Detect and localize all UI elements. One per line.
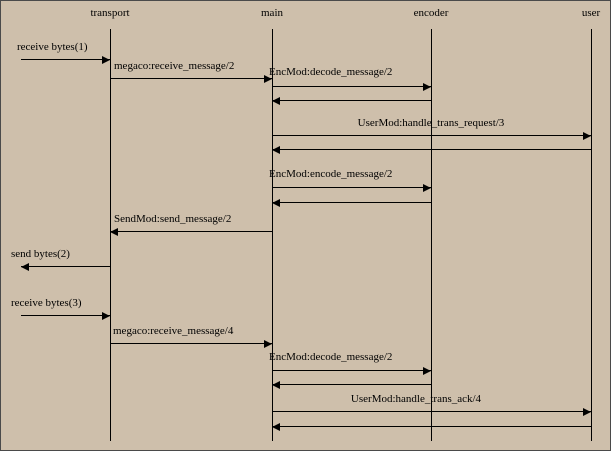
message-label-m11: receive bytes(3) [11,297,82,309]
lifeline-main [272,29,273,441]
lifeline-encoder [431,29,432,441]
arrowhead-right-icon [423,367,431,375]
message-line-m10 [21,266,110,267]
message-line-m3 [272,86,431,87]
message-line-m12 [110,343,272,344]
message-line-m2 [110,78,272,79]
message-line-m1 [21,59,110,60]
message-label-m15: UserMod:handle_trans_ack/4 [350,393,482,405]
message-label-m2: megaco:receive_message/2 [114,60,235,72]
arrowhead-right-icon [423,83,431,91]
arrowhead-right-icon [264,340,272,348]
arrowhead-left-icon [272,381,280,389]
arrowhead-left-icon [272,423,280,431]
actor-label-transport: transport [90,7,130,19]
message-label-m13: EncMod:decode_message/2 [269,351,393,363]
arrowhead-right-icon [264,75,272,83]
message-line-m6 [272,149,591,150]
message-line-m14 [272,384,431,385]
message-label-m10: send bytes(2) [11,248,70,260]
message-line-m8 [272,202,431,203]
arrowhead-right-icon [102,56,110,64]
arrowhead-left-icon [21,263,29,271]
message-line-m5 [272,135,591,136]
message-line-m11 [21,315,110,316]
message-line-m16 [272,426,591,427]
arrowhead-left-icon [272,146,280,154]
message-label-m5: UserMod:handle_trans_request/3 [357,117,505,129]
message-line-m13 [272,370,431,371]
arrowhead-right-icon [423,184,431,192]
arrowhead-right-icon [583,408,591,416]
actor-label-main: main [261,7,283,19]
arrowhead-left-icon [272,97,280,105]
message-line-m15 [272,411,591,412]
message-line-m7 [272,187,431,188]
message-label-m12: megaco:receive_message/4 [113,325,234,337]
lifeline-user [591,29,592,441]
actor-label-encoder: encoder [413,7,449,19]
message-label-m9: SendMod:send_message/2 [114,213,232,225]
message-line-m4 [272,100,431,101]
arrowhead-right-icon [583,132,591,140]
message-label-m1: receive bytes(1) [17,41,88,53]
message-label-m3: EncMod:decode_message/2 [269,66,393,78]
message-label-m7: EncMod:encode_message/2 [269,168,393,180]
arrowhead-right-icon [102,312,110,320]
actor-label-user: user [581,7,601,19]
arrowhead-left-icon [110,228,118,236]
message-line-m9 [110,231,272,232]
arrowhead-left-icon [272,199,280,207]
